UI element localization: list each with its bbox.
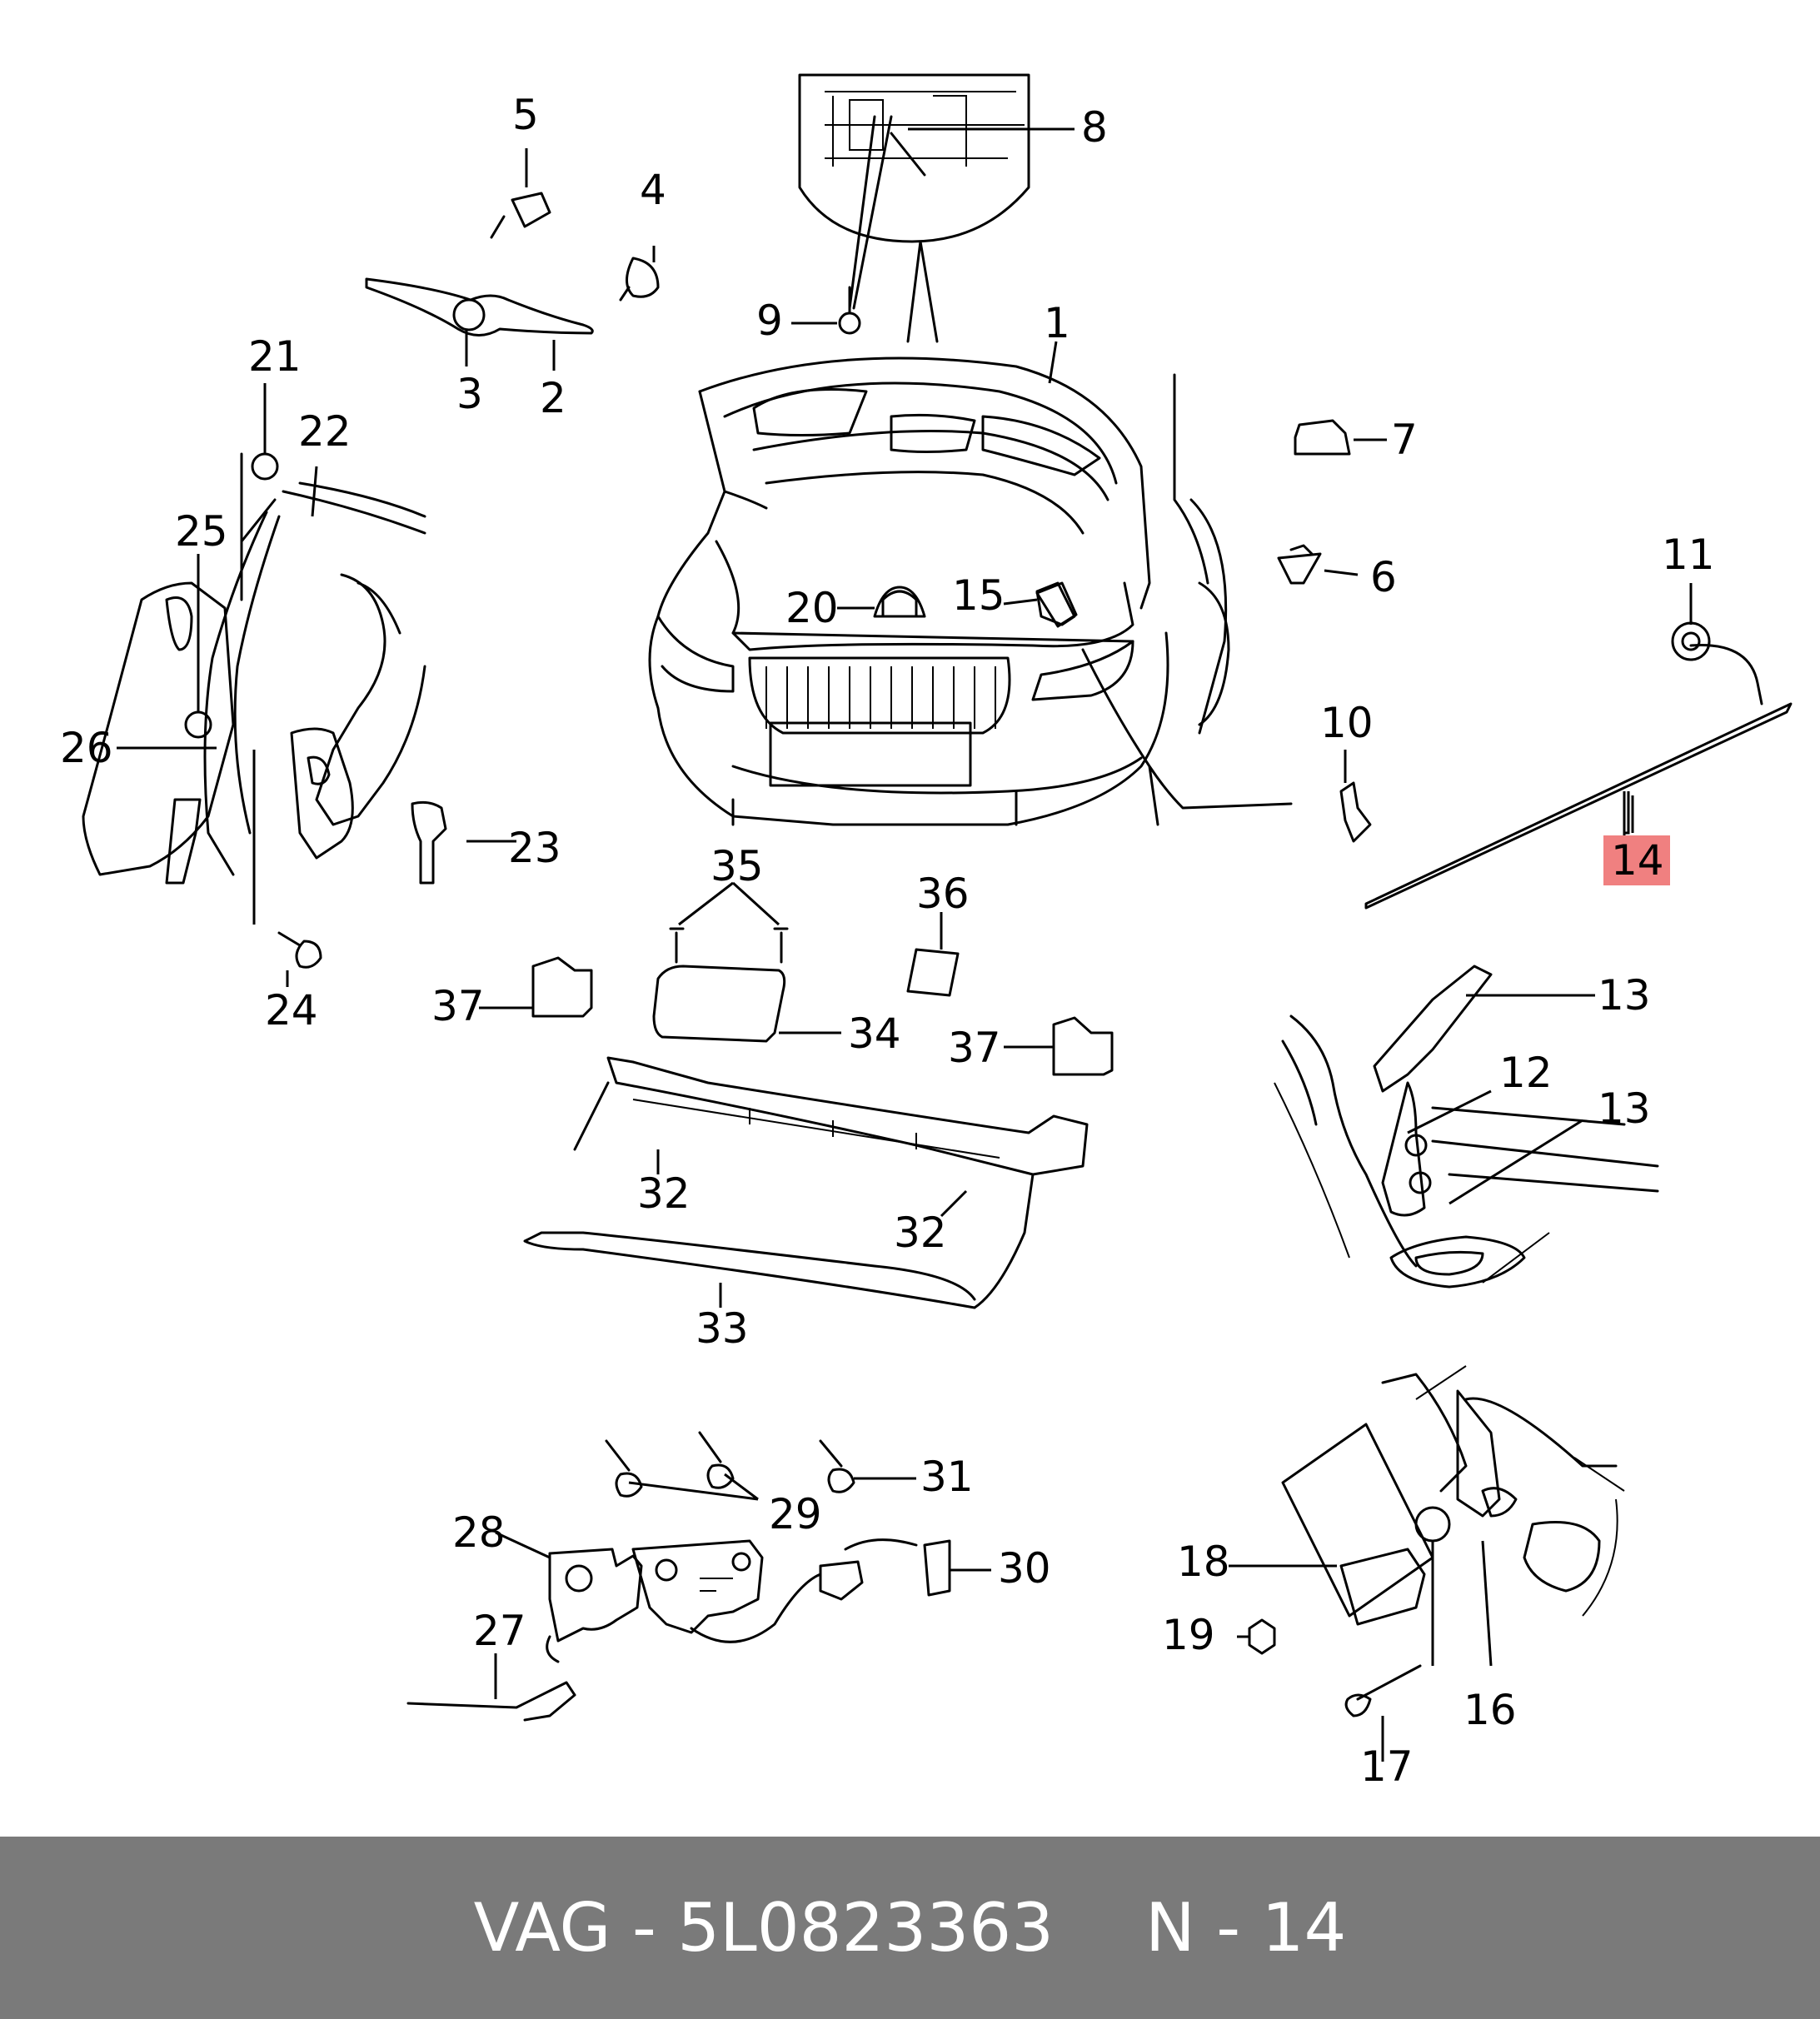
label-5: 5 [512,91,539,139]
label-11: 11 [1662,531,1715,579]
bracket-37-left [531,956,593,1018]
screws-35 [669,927,789,964]
part-3 [452,298,486,332]
label-14: 14 [1611,836,1664,885]
label-13b: 13 [1598,1084,1651,1133]
label-34: 34 [848,1010,901,1058]
label-13a: 13 [1598,971,1651,1019]
label-2: 2 [540,374,566,422]
part-23 [411,800,447,885]
footer-part-number: 5L0823363 [677,1889,1055,1967]
screw-17 [1344,1664,1422,1717]
label-20: 20 [785,584,839,632]
label-16: 16 [1463,1686,1517,1734]
part-20-buffer [873,586,926,618]
label-28: 28 [452,1508,506,1557]
part-number-footer: VAG - 5L0823363 N - 14 [0,1837,1820,2019]
bolt-5 [490,192,551,239]
nut-19 [1248,1618,1276,1655]
clip-4 [619,257,660,302]
label-24: 24 [265,986,318,1034]
lock-detail-right [1281,1365,1625,1626]
label-21: 21 [248,332,302,381]
label-19: 19 [1162,1611,1215,1659]
label-7: 7 [1391,416,1418,464]
label-9: 9 [756,297,783,345]
label-17: 17 [1360,1742,1414,1791]
label-15: 15 [952,571,1005,620]
footer-separator: - [631,1889,656,1967]
label-31: 31 [920,1453,974,1501]
bolt-24 [277,931,322,969]
label-27: 27 [473,1607,526,1655]
label-10: 10 [1320,699,1374,747]
plenum-33 [606,1056,1089,1176]
label-29: 29 [769,1490,822,1538]
grommet-11 [1671,621,1711,661]
label-6: 6 [1370,553,1397,601]
label-33: 33 [696,1304,749,1353]
inset-8 [798,73,1030,343]
label-22: 22 [298,407,352,456]
callout-labels: 1 2 3 4 5 6 7 8 9 10 11 12 13 13 14 15 1… [60,91,1715,1791]
label-37b: 37 [948,1024,1001,1072]
label-32b: 32 [894,1209,947,1257]
part-7-clip [1294,419,1351,456]
label-25: 25 [175,507,228,556]
label-3: 3 [456,370,483,418]
bolts-29 [605,1431,735,1498]
part-15-clip [1035,581,1078,628]
left-wheel-arch [82,452,426,925]
bolt-31 [819,1439,855,1493]
panel-34 [652,965,786,1043]
label-36: 36 [916,870,970,918]
parts-diagram: 1 2 3 4 5 6 7 8 9 10 11 12 13 13 14 15 1… [60,73,1793,1791]
hood-lock [546,1538,951,1663]
nut-25 [184,710,212,739]
hinge-detail [1274,965,1659,1289]
bracket-37-right [1052,1016,1114,1076]
part-6-buffer [1277,544,1322,585]
label-32a: 32 [637,1169,691,1218]
label-30: 30 [998,1544,1051,1593]
label-1: 1 [1044,299,1070,347]
footer-brand: VAG [473,1889,611,1967]
pad-36 [906,948,960,997]
footer-ref: N - 14 [1145,1889,1347,1967]
label-12: 12 [1499,1049,1553,1097]
label-8: 8 [1081,103,1108,152]
label-18: 18 [1177,1538,1230,1586]
part-10-clip [1339,781,1372,843]
label-35: 35 [711,842,764,890]
nut-21 [251,452,279,481]
cable-27 [406,1681,576,1722]
label-23: 23 [508,824,561,872]
label-37a: 37 [431,982,485,1030]
label-4: 4 [640,166,666,214]
bolt-9 [838,286,861,335]
label-26: 26 [60,724,113,772]
leader-lines [117,127,1693,1762]
car-front-drawing [648,356,1293,826]
hood-seal-strip [1364,702,1793,910]
highlight-box-14 [1603,835,1670,885]
